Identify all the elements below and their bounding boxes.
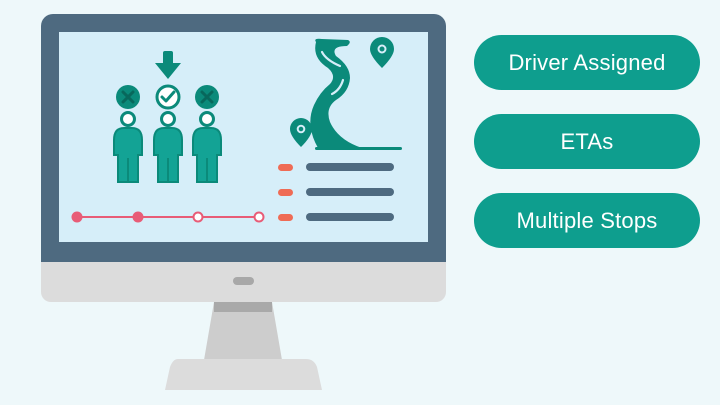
arrow-down-icon <box>155 51 181 79</box>
step-complete-2 <box>132 211 144 223</box>
person-rejected-2 <box>192 85 222 183</box>
bullet <box>278 189 293 196</box>
feature-label: ETAs <box>560 128 614 154</box>
check-circle-icon <box>155 84 181 110</box>
bullet <box>278 214 293 221</box>
step-complete-1 <box>71 211 83 223</box>
feature-label: Driver Assigned <box>508 49 666 75</box>
road-icon <box>310 38 402 150</box>
person-selected <box>153 84 183 183</box>
x-circle-icon <box>195 85 219 109</box>
step-pending-1 <box>192 211 204 223</box>
step-pending-2 <box>253 211 265 223</box>
line <box>306 213 394 221</box>
feature-label: Multiple Stops <box>516 207 658 233</box>
monitor-button <box>233 277 254 285</box>
line <box>306 188 394 196</box>
person-rejected-1 <box>113 85 143 183</box>
feature-pill-multiple-stops: Multiple Stops <box>474 193 700 248</box>
x-circle-icon <box>116 85 140 109</box>
map-pin-icon <box>370 37 394 68</box>
list-rows <box>278 163 394 221</box>
feature-pill-etas: ETAs <box>474 114 700 169</box>
progress-track <box>71 211 265 223</box>
map-pin-icon <box>290 118 312 147</box>
feature-pill-driver-assigned: Driver Assigned <box>474 35 700 90</box>
line <box>306 163 394 171</box>
bullet <box>278 164 293 171</box>
